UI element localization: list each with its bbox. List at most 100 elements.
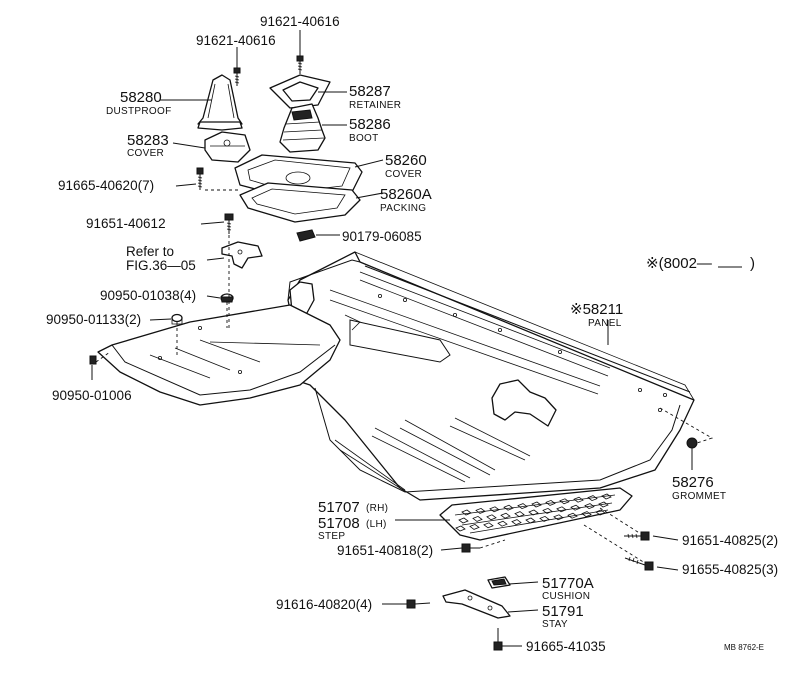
label-58286: 58286: [349, 116, 391, 133]
label-91621-top: 91621-40616: [260, 14, 340, 29]
label-58280: 58280: [120, 89, 162, 106]
grommet-58276: [686, 437, 698, 449]
step-tread-hole: [483, 522, 494, 529]
label-58260-name: COVER: [385, 169, 422, 180]
leader-lines: [91, 30, 693, 647]
label-58260A-name: PACKING: [380, 203, 426, 214]
step-tread-hole: [567, 512, 578, 519]
dustproof-58280: [197, 74, 243, 131]
step-tread-hole: [461, 509, 472, 516]
bolt-91621-top: [296, 55, 304, 74]
step-tread-hole: [514, 511, 525, 518]
label-58276-name: GROMMET: [672, 491, 726, 502]
bolt-91616-40820: [406, 599, 431, 609]
step-tread-hole: [559, 498, 570, 505]
retainer-58287: [269, 74, 331, 109]
label-58280-name: DUSTPROOF: [106, 106, 171, 117]
label-58276: 58276: [672, 474, 714, 491]
floor-panel-58211: [287, 251, 695, 501]
label-serial-range: ※(8002—: [646, 255, 712, 272]
label-58287: 58287: [349, 83, 391, 100]
label-58260A: 58260A: [380, 186, 432, 203]
bolt-91651-40612: [224, 213, 234, 234]
step-tread-hole: [472, 515, 483, 522]
step-tread-hole: [497, 520, 508, 527]
step-tread-hole: [517, 503, 528, 510]
bolt-91651-40818: [461, 543, 480, 553]
label-90179-06085: 90179-06085: [342, 229, 422, 244]
label-91655-40825: 91655-40825(3): [682, 562, 778, 577]
label-58286-name: BOOT: [349, 133, 379, 144]
labels: 91621-40616 91621-40616 58280 DUSTPROOF …: [46, 14, 778, 654]
label-51708-suffix: (LH): [366, 519, 387, 530]
step-tread-hole: [531, 501, 542, 508]
cover-58283: [204, 131, 251, 163]
label-51770A: 51770A: [542, 575, 594, 592]
label-51708: 51708: [318, 515, 360, 532]
bolt-91655-40825: [624, 556, 654, 571]
step-tread-hole: [458, 517, 469, 524]
step-tread-hole: [486, 514, 497, 521]
step-tread-hole: [573, 496, 584, 503]
label-58211-name: PANEL: [588, 318, 622, 329]
bolt-91621-left: [233, 67, 241, 86]
plug-90950-01038: [220, 293, 234, 303]
cushion-51770A: [487, 576, 511, 589]
bolt-91665-40620: [196, 167, 204, 190]
step-tread-hole: [489, 506, 500, 513]
step-tread-hole: [539, 515, 550, 522]
step-tread-hole: [570, 504, 581, 511]
step-tread-hole: [500, 512, 511, 519]
step-tread-hole: [598, 501, 609, 508]
label-91651-40612: 91651-40612: [86, 216, 166, 231]
label-90950-01006: 90950-01006: [52, 388, 132, 403]
step-tread-hole: [469, 523, 480, 530]
step-tread-hole: [595, 509, 606, 516]
packing-58260A: [239, 182, 361, 223]
bolt-91665-41035: [493, 628, 503, 651]
bracket-fig-36-05: [221, 241, 263, 269]
clip-90950-01006: [89, 355, 97, 365]
stay-51791: [442, 589, 511, 619]
step-tread-hole: [587, 495, 598, 502]
step-tread-hole: [553, 514, 564, 521]
step-tread-hole: [601, 493, 612, 500]
label-fig-36-05: FIG.36—05: [126, 258, 196, 273]
label-91616-40820: 91616-40820(4): [276, 597, 372, 612]
step-tread-hole: [475, 507, 486, 514]
label-58283-name: COVER: [127, 148, 164, 159]
label-91651-40818: 91651-40818(2): [337, 543, 433, 558]
label-58287-name: RETAINER: [349, 100, 401, 111]
clip-90179-06085: [296, 229, 316, 242]
label-51791: 51791: [542, 603, 584, 620]
label-51770A-name: CUSHION: [542, 591, 590, 602]
left-sub-panel: [97, 304, 341, 406]
label-58260: 58260: [385, 152, 427, 169]
dashed-lines: [95, 189, 714, 564]
label-91665-41035: 91665-41035: [526, 639, 606, 654]
label-51708-name: STEP: [318, 531, 345, 542]
step-tread-hole: [528, 509, 539, 516]
label-91665-40620: 91665-40620(7): [58, 178, 154, 193]
label-90950-01038: 90950-01038(4): [100, 288, 196, 303]
label-58283: 58283: [127, 132, 169, 149]
step-tread-hole: [581, 511, 592, 518]
label-51791-name: STAY: [542, 619, 568, 630]
step-tread-hole: [525, 517, 536, 524]
bolt-91651-40825: [624, 531, 650, 541]
step-51707: [439, 487, 633, 541]
label-refer-to: Refer to: [126, 244, 174, 259]
step-tread-hole: [545, 499, 556, 506]
diagram-code: MB 8762-E: [724, 643, 764, 652]
boot-58286: [279, 103, 326, 153]
label-58211: ※58211: [570, 301, 623, 318]
step-tread-hole: [556, 506, 567, 513]
step-tread-hole: [455, 525, 466, 532]
label-91651-40825: 91651-40825(2): [682, 533, 778, 548]
step-tread-hole: [584, 503, 595, 510]
label-91621-left: 91621-40616: [196, 33, 276, 48]
step-tread-hole: [511, 519, 522, 526]
step-tread-hole: [503, 504, 514, 511]
